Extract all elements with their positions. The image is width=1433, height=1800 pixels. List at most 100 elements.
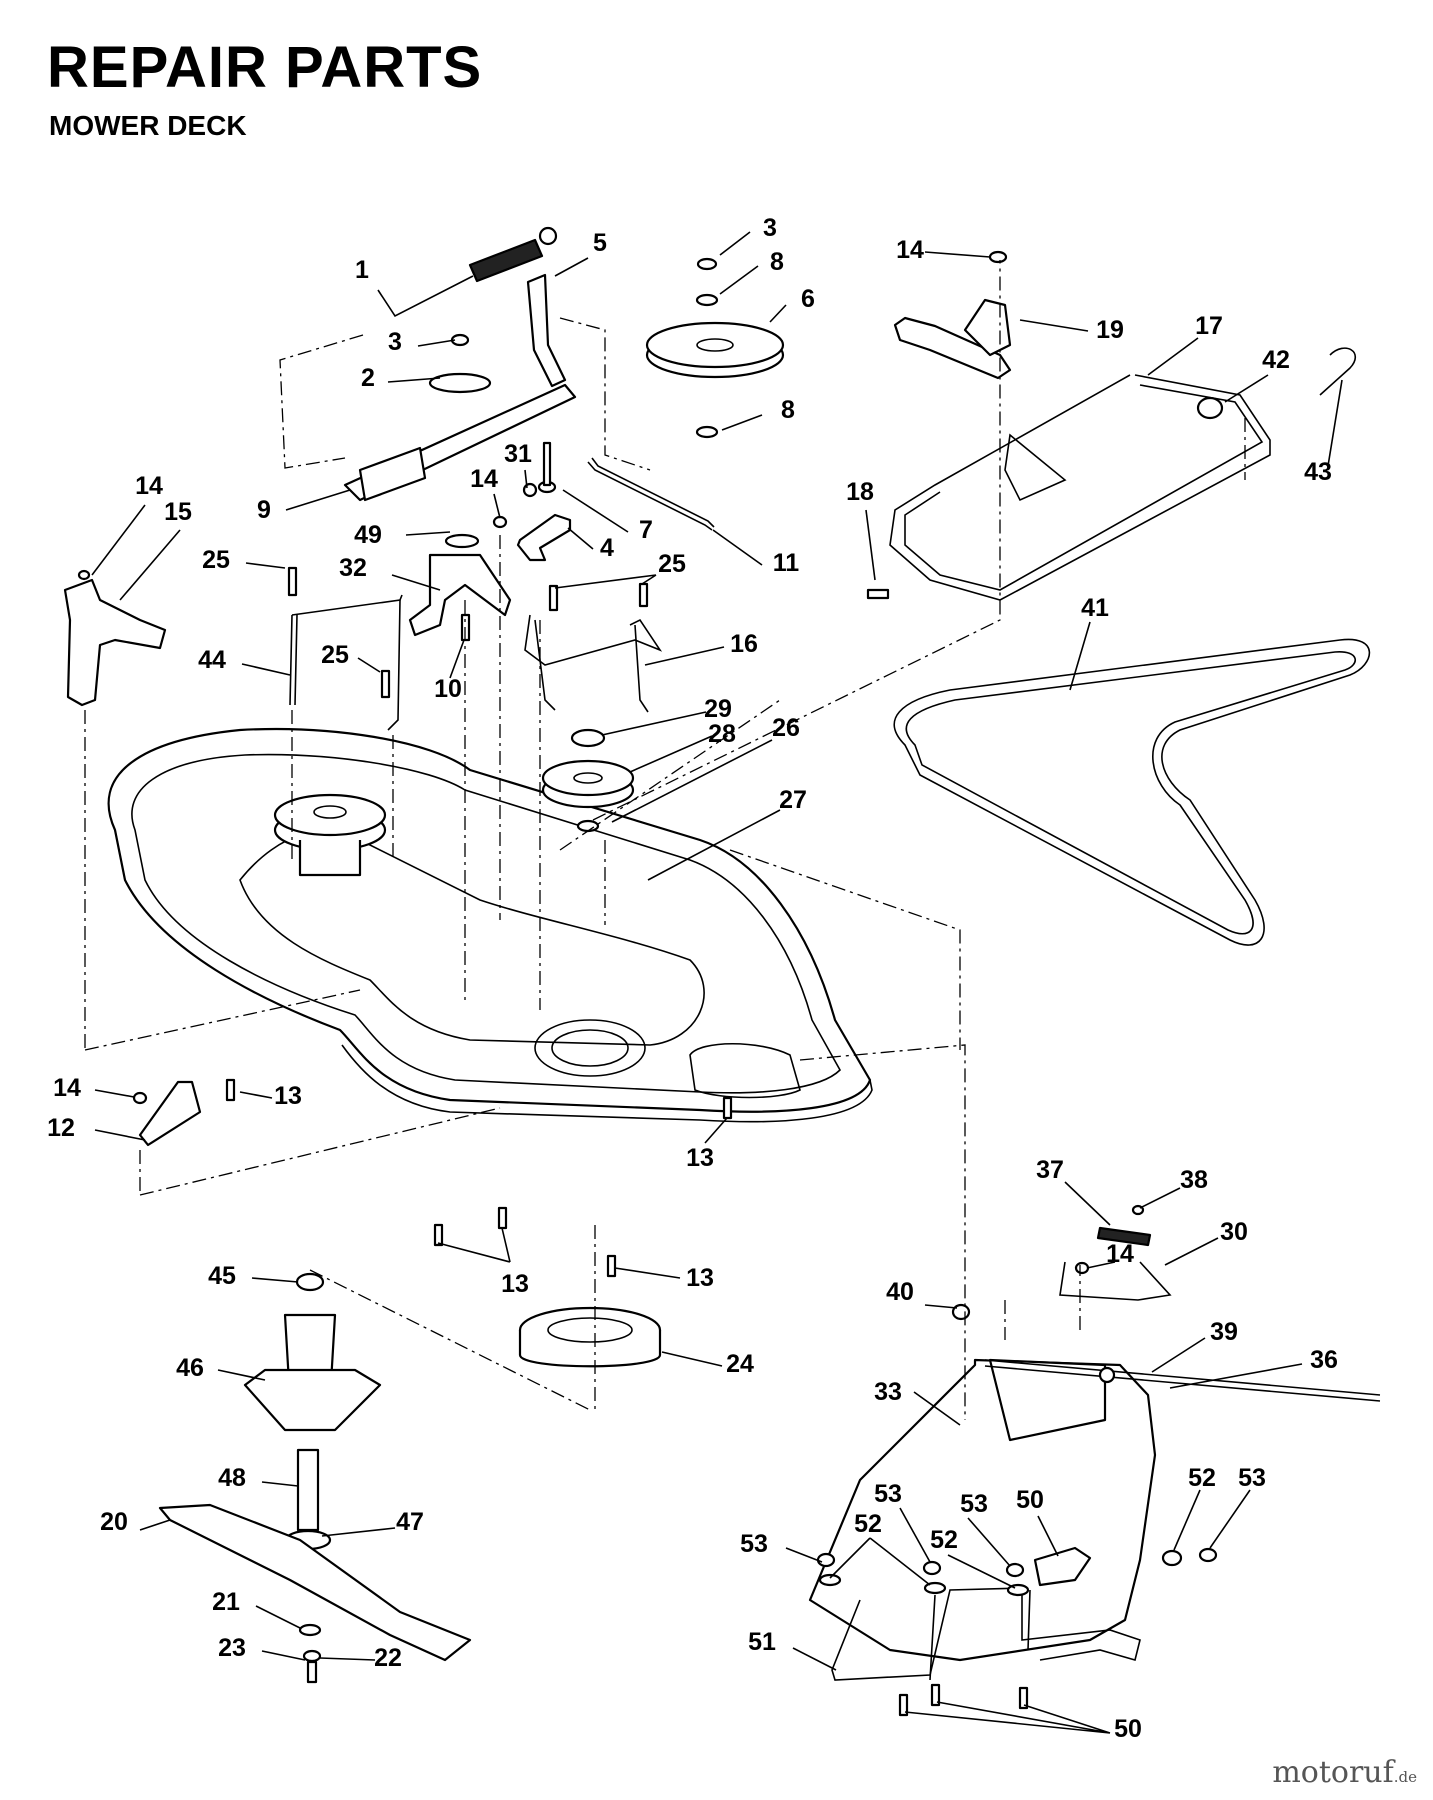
link-rod bbox=[587, 457, 715, 531]
page-title: REPAIR PARTS bbox=[47, 35, 483, 100]
callout-6: 6 bbox=[801, 285, 815, 313]
lift-bracket bbox=[893, 298, 1012, 380]
callout-25: 25 bbox=[658, 550, 686, 578]
callout-18: 18 bbox=[846, 478, 874, 506]
callout-10: 10 bbox=[434, 675, 462, 703]
callout-13: 13 bbox=[274, 1082, 302, 1110]
spindle-housing bbox=[243, 1272, 382, 1551]
callout-25: 25 bbox=[202, 546, 230, 574]
callout-53: 53 bbox=[874, 1480, 902, 1508]
callout-2: 2 bbox=[361, 364, 375, 392]
callout-47: 47 bbox=[396, 1508, 424, 1536]
lift-frame bbox=[889, 374, 1271, 601]
bracket-5 bbox=[526, 273, 567, 388]
bracket-16 bbox=[524, 614, 663, 713]
callout-14: 14 bbox=[135, 472, 163, 500]
bracket-4 bbox=[516, 513, 572, 562]
idler-arm bbox=[343, 372, 577, 549]
page-subtitle: MOWER DECK bbox=[49, 110, 247, 141]
chute-clip-30 bbox=[1059, 1226, 1172, 1301]
hinge-rod bbox=[984, 1359, 1381, 1402]
callout-46: 46 bbox=[176, 1354, 204, 1382]
leader-lines bbox=[91, 231, 1343, 1734]
callout-52: 52 bbox=[930, 1526, 958, 1554]
hardware-items bbox=[77, 250, 1145, 1717]
callout-33: 33 bbox=[874, 1378, 902, 1406]
callout-49: 49 bbox=[354, 521, 382, 549]
callout-15: 15 bbox=[164, 498, 192, 526]
callout-14: 14 bbox=[53, 1074, 81, 1102]
guide-lines bbox=[84, 260, 1246, 1420]
callout-53: 53 bbox=[960, 1490, 988, 1518]
watermark: motoruf.de bbox=[1272, 1755, 1417, 1790]
callout-14: 14 bbox=[896, 236, 924, 264]
callout-19: 19 bbox=[1096, 316, 1124, 344]
callout-39: 39 bbox=[1210, 1318, 1238, 1346]
callout-38: 38 bbox=[1180, 1166, 1208, 1194]
deck-spindle bbox=[273, 793, 387, 877]
callout-26: 26 bbox=[772, 714, 800, 742]
callout-22: 22 bbox=[374, 1644, 402, 1672]
callout-11: 11 bbox=[773, 549, 800, 577]
callout-41: 41 bbox=[1081, 594, 1109, 622]
pin-18 bbox=[866, 588, 890, 600]
callout-9: 9 bbox=[257, 496, 271, 524]
callout-44: 44 bbox=[198, 646, 226, 674]
callout-17: 17 bbox=[1195, 312, 1223, 340]
drive-belt bbox=[893, 638, 1371, 946]
callout-13: 13 bbox=[686, 1144, 714, 1172]
deflector-rod-51 bbox=[831, 1587, 1141, 1681]
callout-20: 20 bbox=[100, 1508, 128, 1536]
callout-16: 16 bbox=[730, 630, 758, 658]
callout-27: 27 bbox=[779, 786, 807, 814]
drive-pulley bbox=[541, 728, 635, 833]
callout-24: 24 bbox=[726, 1350, 754, 1378]
callout-37: 37 bbox=[1036, 1156, 1064, 1184]
callout-7: 7 bbox=[639, 516, 653, 544]
callout-52: 52 bbox=[1188, 1464, 1216, 1492]
callout-13: 13 bbox=[501, 1270, 529, 1298]
callout-36: 36 bbox=[1310, 1346, 1338, 1374]
callout-3: 3 bbox=[763, 214, 777, 242]
washer-42 bbox=[1196, 396, 1224, 420]
callout-32: 32 bbox=[339, 554, 367, 582]
spindle-ring bbox=[518, 1306, 662, 1368]
callout-12: 12 bbox=[47, 1114, 75, 1142]
bracket-12 bbox=[138, 1080, 202, 1147]
callout-51: 51 bbox=[748, 1628, 776, 1656]
watermark-tld: .de bbox=[1393, 1768, 1417, 1786]
callout-31: 31 bbox=[504, 440, 532, 468]
mower-blade bbox=[158, 1503, 472, 1684]
watermark-brand: motoruf bbox=[1272, 1755, 1394, 1790]
callout-13: 13 bbox=[686, 1264, 714, 1292]
callout-48: 48 bbox=[218, 1464, 246, 1492]
callout-5: 5 bbox=[593, 229, 607, 257]
deck-shell bbox=[107, 727, 873, 1123]
callout-21: 21 bbox=[212, 1588, 240, 1616]
callout-43: 43 bbox=[1304, 458, 1332, 486]
callout-40: 40 bbox=[886, 1278, 914, 1306]
callout-8: 8 bbox=[781, 396, 795, 424]
callout-53: 53 bbox=[1238, 1464, 1266, 1492]
bracket-15 bbox=[63, 578, 167, 707]
callout-14: 14 bbox=[1106, 1240, 1134, 1268]
callout-52: 52 bbox=[854, 1510, 882, 1538]
callout-14: 14 bbox=[470, 465, 498, 493]
bracket-32 bbox=[408, 553, 512, 637]
callout-25: 25 bbox=[321, 641, 349, 669]
callout-30: 30 bbox=[1220, 1218, 1248, 1246]
callout-23: 23 bbox=[218, 1634, 246, 1662]
callout-42: 42 bbox=[1262, 346, 1290, 374]
rod-44 bbox=[289, 594, 403, 731]
callout-28: 28 bbox=[708, 720, 736, 748]
idler-pulley bbox=[645, 257, 785, 439]
callout-53: 53 bbox=[740, 1530, 768, 1558]
callout-50: 50 bbox=[1016, 1486, 1044, 1514]
hair-pin-43 bbox=[1319, 347, 1357, 396]
discharge-chute bbox=[808, 1358, 1157, 1662]
callout-3: 3 bbox=[388, 328, 402, 356]
callout-1: 1 bbox=[355, 256, 369, 284]
callout-50: 50 bbox=[1114, 1715, 1142, 1743]
